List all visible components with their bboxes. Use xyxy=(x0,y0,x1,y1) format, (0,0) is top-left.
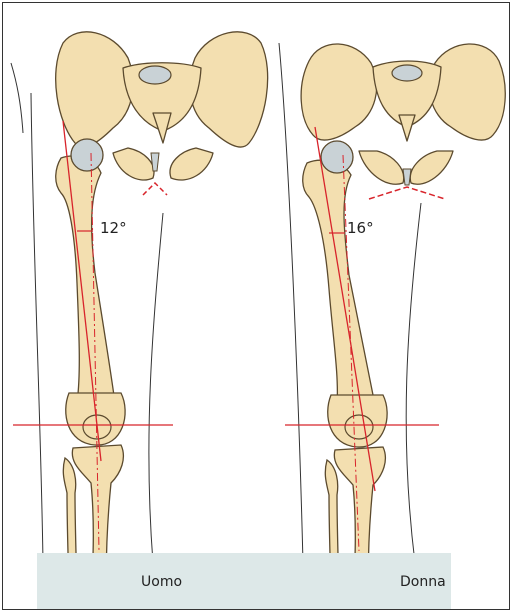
figure-frame: 12° 16° Uomo Donna xyxy=(2,2,510,610)
male-caption: Uomo xyxy=(141,574,182,590)
anatomy-figure xyxy=(3,3,510,610)
female-angle-label: 16° xyxy=(347,219,374,237)
female-vertebra xyxy=(392,65,422,81)
male-pubic-angle xyxy=(143,183,167,195)
female-panel xyxy=(279,43,505,610)
male-femur xyxy=(56,139,125,445)
caption-bar xyxy=(37,553,451,610)
female-caption: Donna xyxy=(400,574,446,590)
female-pubic-angle xyxy=(369,187,445,199)
male-vertebra xyxy=(139,66,171,84)
female-femur xyxy=(303,141,387,447)
male-angle-label: 12° xyxy=(100,219,127,237)
male-panel xyxy=(11,32,268,610)
male-leg-outline xyxy=(31,93,43,563)
